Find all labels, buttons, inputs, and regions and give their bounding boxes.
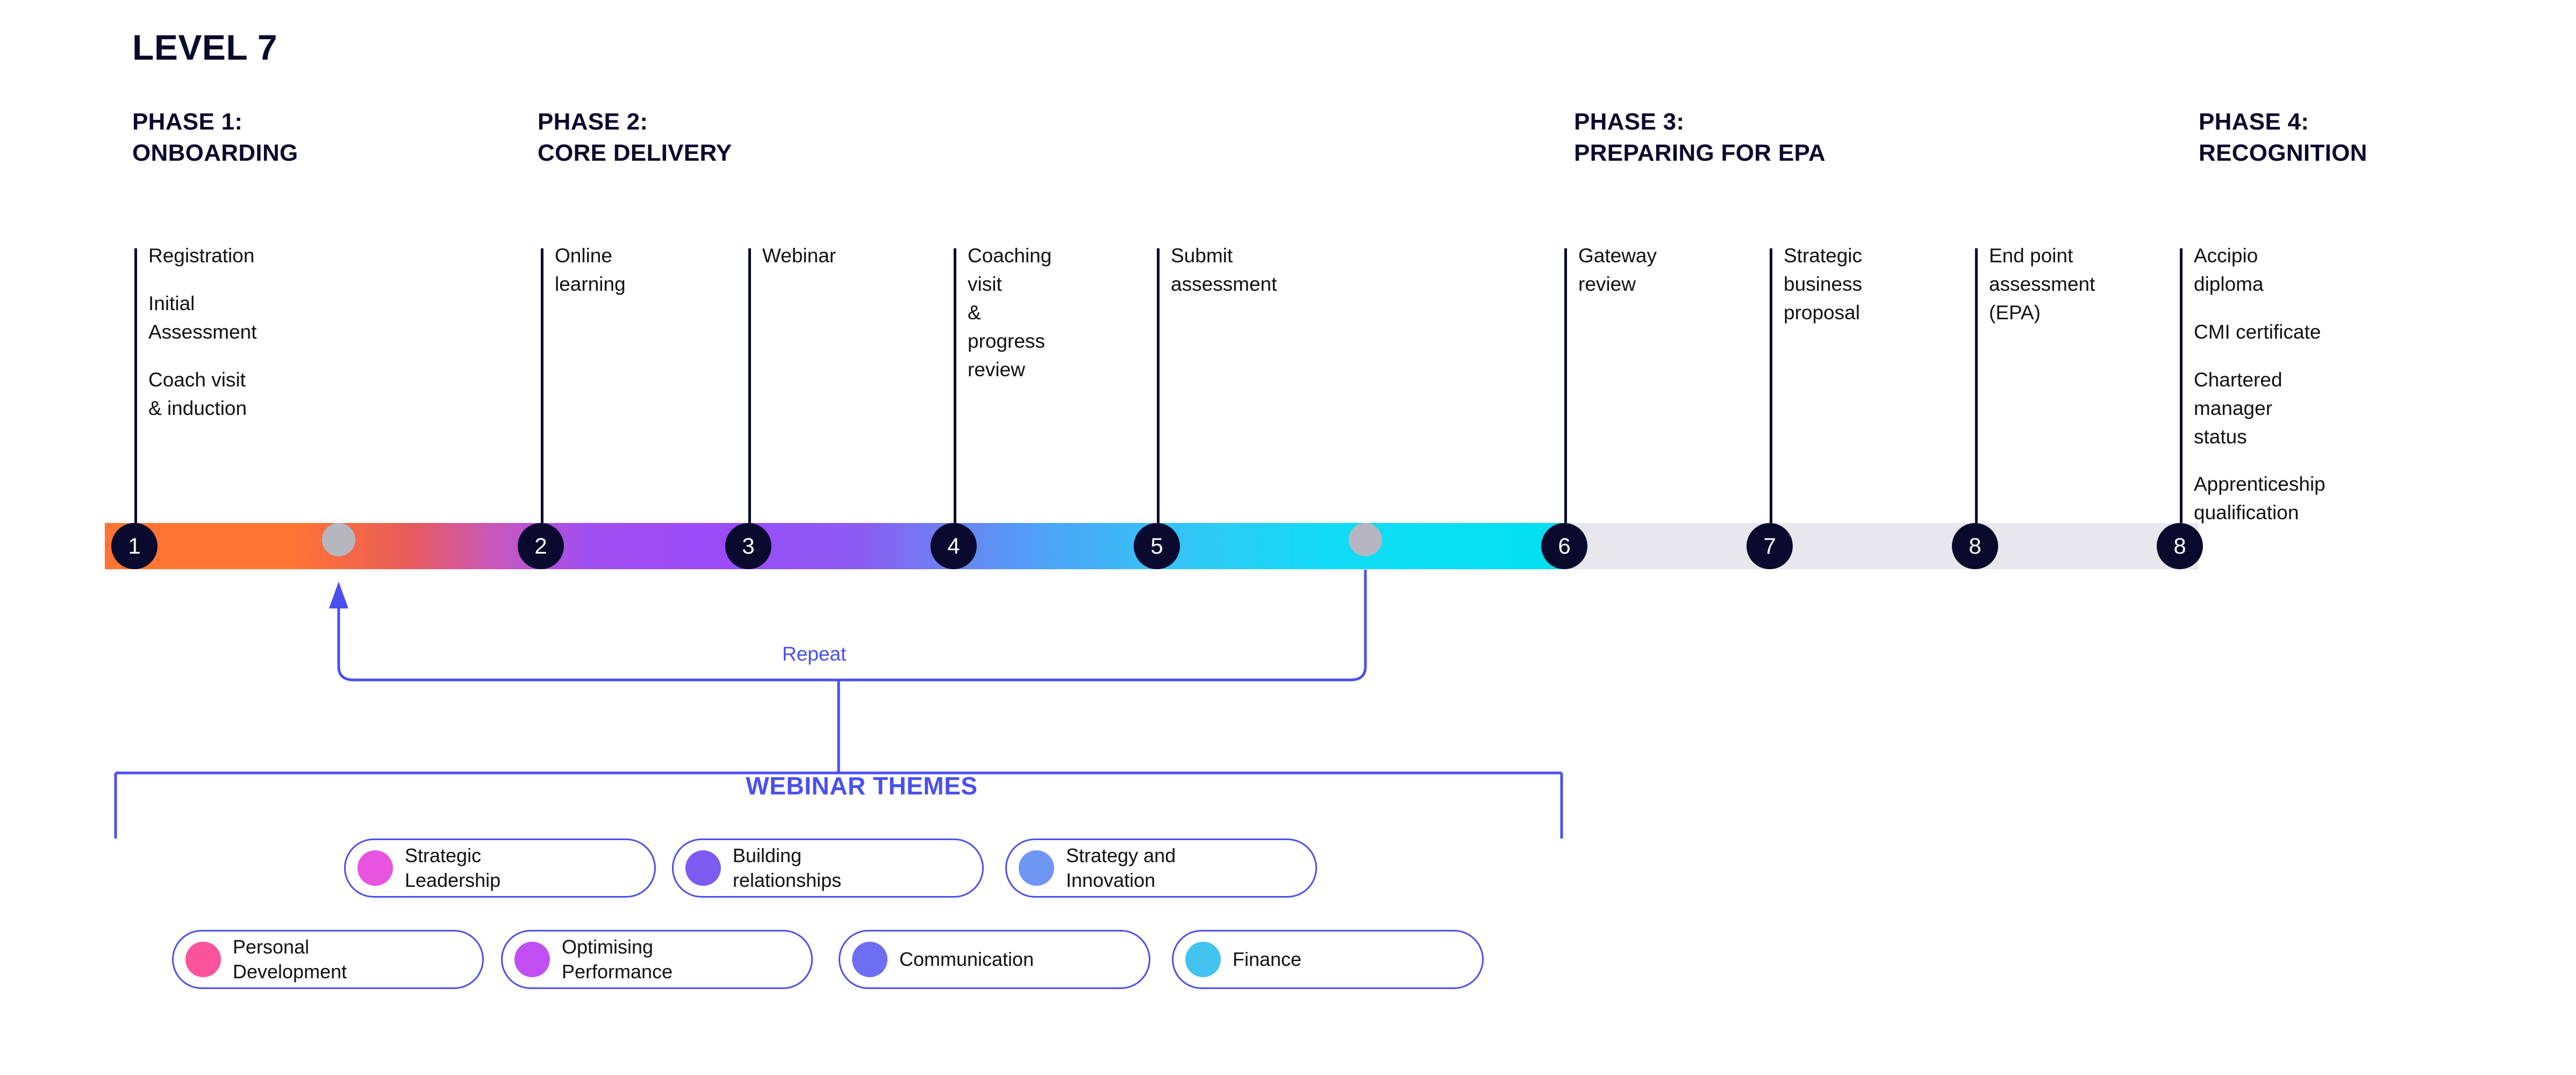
milestone-label: Apprenticeship qualification bbox=[2194, 473, 2325, 524]
theme-pill[interactable]: Finance bbox=[1172, 930, 1484, 989]
milestone-label: Initial Assessment bbox=[148, 292, 257, 343]
theme-color-dot-icon bbox=[185, 942, 221, 977]
timeline-node-8-7[interactable]: 8 bbox=[1952, 523, 1998, 569]
milestone-stem bbox=[748, 248, 751, 523]
timeline-node-4-3[interactable]: 4 bbox=[931, 523, 977, 569]
phase-heading-1: PHASE 1: ONBOARDING bbox=[132, 109, 298, 167]
theme-pill-label: Strategic Leadership bbox=[405, 844, 501, 891]
timeline-node-1-0[interactable]: 1 bbox=[111, 523, 158, 569]
theme-pill-label: Strategy and Innovation bbox=[1066, 844, 1176, 891]
webinar-themes-title: WEBINAR THEMES bbox=[746, 772, 978, 800]
page-title: LEVEL 7 bbox=[132, 27, 278, 67]
milestone-stem bbox=[1975, 248, 1978, 523]
timeline-grey-marker-1 bbox=[322, 523, 355, 556]
milestone-stem bbox=[1770, 248, 1772, 523]
theme-color-dot-icon bbox=[852, 942, 888, 977]
milestone-label: Submit assessment bbox=[1171, 245, 1277, 295]
milestone-label: Registration bbox=[148, 245, 255, 267]
theme-pill-label: Personal Development bbox=[233, 935, 347, 983]
timeline-node-2-1[interactable]: 2 bbox=[518, 523, 564, 569]
webinar-bracket bbox=[114, 680, 1563, 838]
milestone-label: CMI certificate bbox=[2194, 320, 2321, 343]
milestone-stem bbox=[1157, 248, 1160, 523]
theme-pill[interactable]: Building relationships bbox=[672, 838, 984, 898]
milestone-label-list: Online learning bbox=[555, 242, 626, 299]
theme-pill[interactable]: Strategic Leadership bbox=[344, 838, 656, 898]
theme-color-dot-icon bbox=[1185, 942, 1221, 977]
phase-heading-2: PHASE 2: CORE DELIVERY bbox=[538, 109, 732, 167]
phase-heading-4: PHASE 4: RECOGNITION bbox=[2199, 109, 2367, 167]
theme-color-dot-icon bbox=[514, 942, 550, 977]
theme-pill[interactable]: Optimising Performance bbox=[501, 930, 813, 989]
milestone-label-list: Gateway review bbox=[1578, 242, 1657, 299]
milestone-stem bbox=[1564, 248, 1567, 523]
timeline-grey-marker-2 bbox=[1349, 523, 1382, 556]
milestone-stem bbox=[541, 248, 543, 523]
timeline-node-6-5[interactable]: 6 bbox=[1541, 523, 1587, 569]
milestone-label: Webinar bbox=[762, 245, 836, 267]
milestone-label-list: Webinar bbox=[762, 242, 836, 270]
timeline-node-3-2[interactable]: 3 bbox=[725, 523, 771, 569]
timeline-node-8-8[interactable]: 8 bbox=[2157, 523, 2203, 569]
theme-color-dot-icon bbox=[1019, 850, 1054, 886]
milestone-label: Strategic business proposal bbox=[1784, 245, 1863, 324]
phase-heading-3: PHASE 3: PREPARING FOR EPA bbox=[1574, 109, 1826, 167]
milestone-label-list: End point assessment (EPA) bbox=[1989, 242, 2095, 327]
milestone-stem bbox=[134, 248, 137, 523]
theme-pill[interactable]: Strategy and Innovation bbox=[1005, 838, 1317, 898]
milestone-label: Gateway review bbox=[1578, 245, 1657, 295]
milestone-label: Chartered manager status bbox=[2194, 368, 2282, 448]
theme-color-dot-icon bbox=[357, 850, 393, 886]
milestone-stem bbox=[2180, 248, 2183, 523]
theme-color-dot-icon bbox=[685, 850, 721, 886]
milestone-label: Coaching visit & progress review bbox=[968, 245, 1052, 381]
repeat-loop-arrow bbox=[329, 570, 1367, 682]
theme-pill-label: Optimising Performance bbox=[562, 935, 673, 983]
theme-pill[interactable]: Personal Development bbox=[172, 930, 484, 989]
milestone-label: Coach visit & induction bbox=[148, 368, 247, 419]
milestone-label-list: Coaching visit & progress review bbox=[968, 242, 1051, 384]
milestone-label: Online learning bbox=[555, 245, 626, 295]
milestone-stem bbox=[954, 248, 956, 523]
milestone-label-list: Strategic business proposal bbox=[1784, 242, 1862, 327]
theme-pill-label: Communication bbox=[899, 948, 1034, 970]
repeat-label: Repeat bbox=[782, 643, 847, 665]
milestone-label-list: Submit assessment bbox=[1171, 242, 1277, 299]
theme-pill-label: Building relationships bbox=[733, 844, 842, 891]
timeline-node-7-6[interactable]: 7 bbox=[1747, 523, 1793, 569]
theme-pill[interactable]: Communication bbox=[839, 930, 1150, 989]
timeline-node-5-4[interactable]: 5 bbox=[1134, 523, 1180, 569]
milestone-label: End point assessment (EPA) bbox=[1989, 245, 2095, 324]
theme-pill-label: Finance bbox=[1233, 948, 1302, 970]
milestone-label: Accipio diploma bbox=[2194, 245, 2264, 295]
